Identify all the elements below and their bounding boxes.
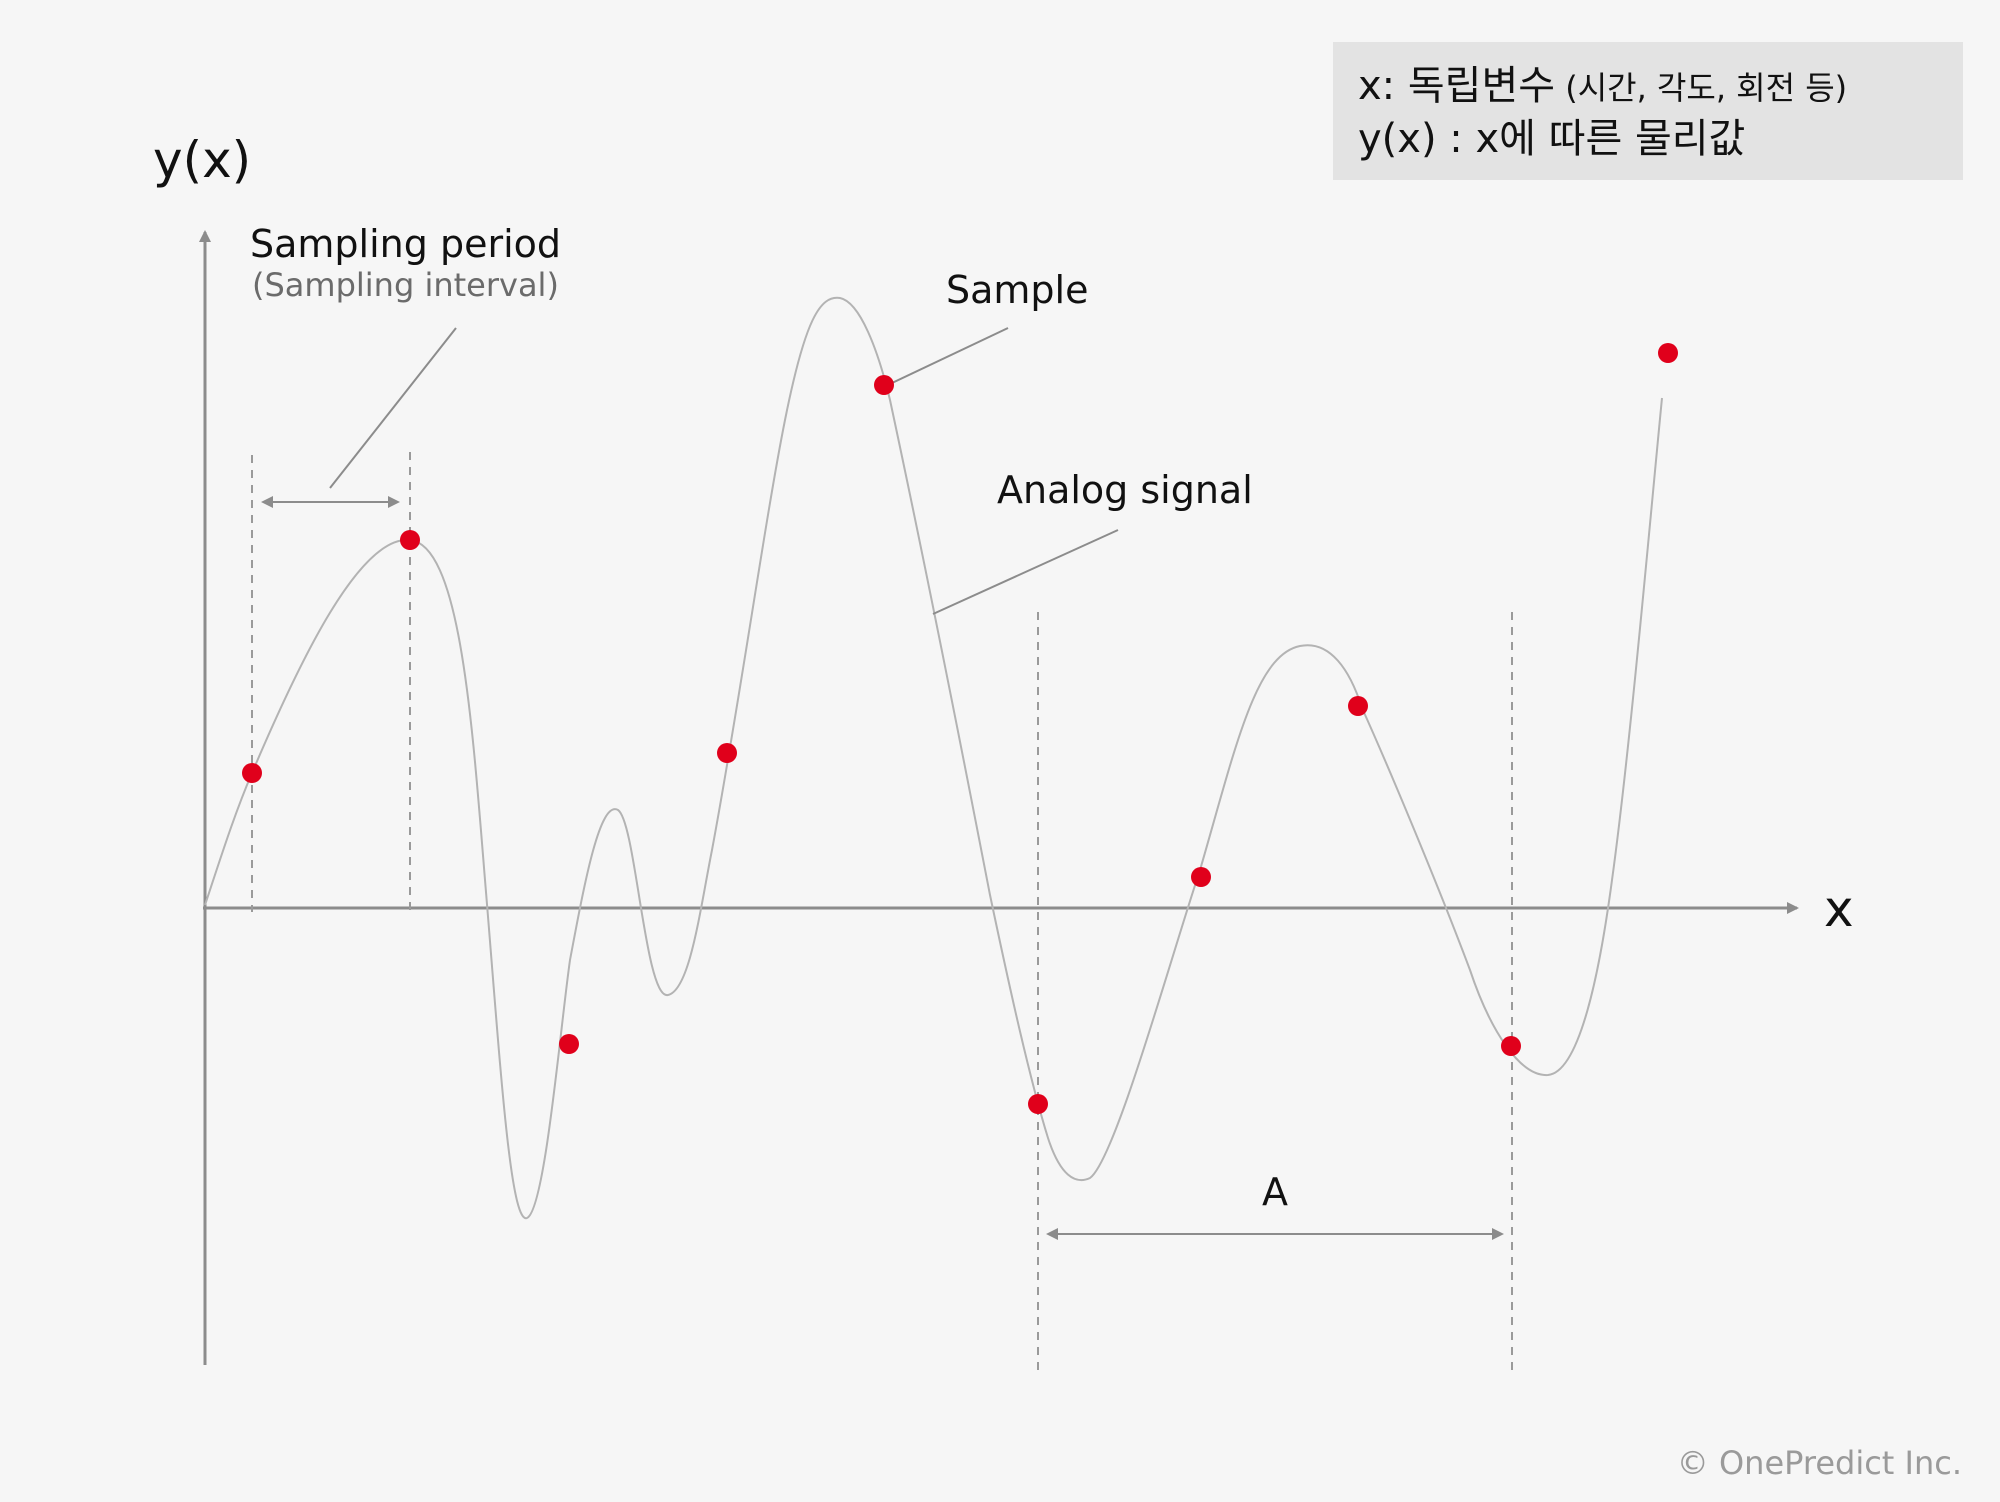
legend-line-1: x: 독립변수 (시간, 각도, 회전 등) [1358,63,1847,109]
sample-leader [891,327,1009,384]
legend-independent-variable: x: 독립변수 [1358,63,1555,109]
sample-point-1 [242,763,262,783]
sample-point-8 [1348,696,1368,716]
sample-point-6 [1028,1094,1048,1114]
y-axis-label: y(x) [153,131,251,189]
sample-point-4 [717,743,737,763]
copyright-notice: © OnePredict Inc. [1677,1444,1962,1482]
x-axis-label: x [1824,880,1854,938]
sample-points [242,343,1678,1114]
sample-point-3 [559,1034,579,1054]
sample-point-2 [400,530,420,550]
analog-signal-curve [204,296,1663,1220]
analog-signal-leader [932,529,1119,615]
sample-point-9 [1501,1036,1521,1056]
sample-label: Sample [946,268,1088,312]
legend-background [1333,42,1963,180]
sampling-guides [251,452,1513,1370]
sampling-interval-label: (Sampling interval) [252,266,559,304]
legend-line-2: y(x) : x에 따른 물리값 [1358,116,1745,162]
sample-point-7 [1191,867,1211,887]
sample-point-10 [1658,343,1678,363]
sample-point-5 [874,375,894,395]
legend-independent-variable-examples: (시간, 각도, 회전 등) [1555,69,1847,107]
legend-box: x: 독립변수 (시간, 각도, 회전 등) y(x) : x에 따른 물리값 [1333,42,1963,180]
analog-signal-label: Analog signal [997,468,1253,512]
sampling-period-label: Sampling period [250,222,561,266]
sampling-period-leader [329,327,457,489]
dimension-a-label: A [1262,1170,1288,1214]
